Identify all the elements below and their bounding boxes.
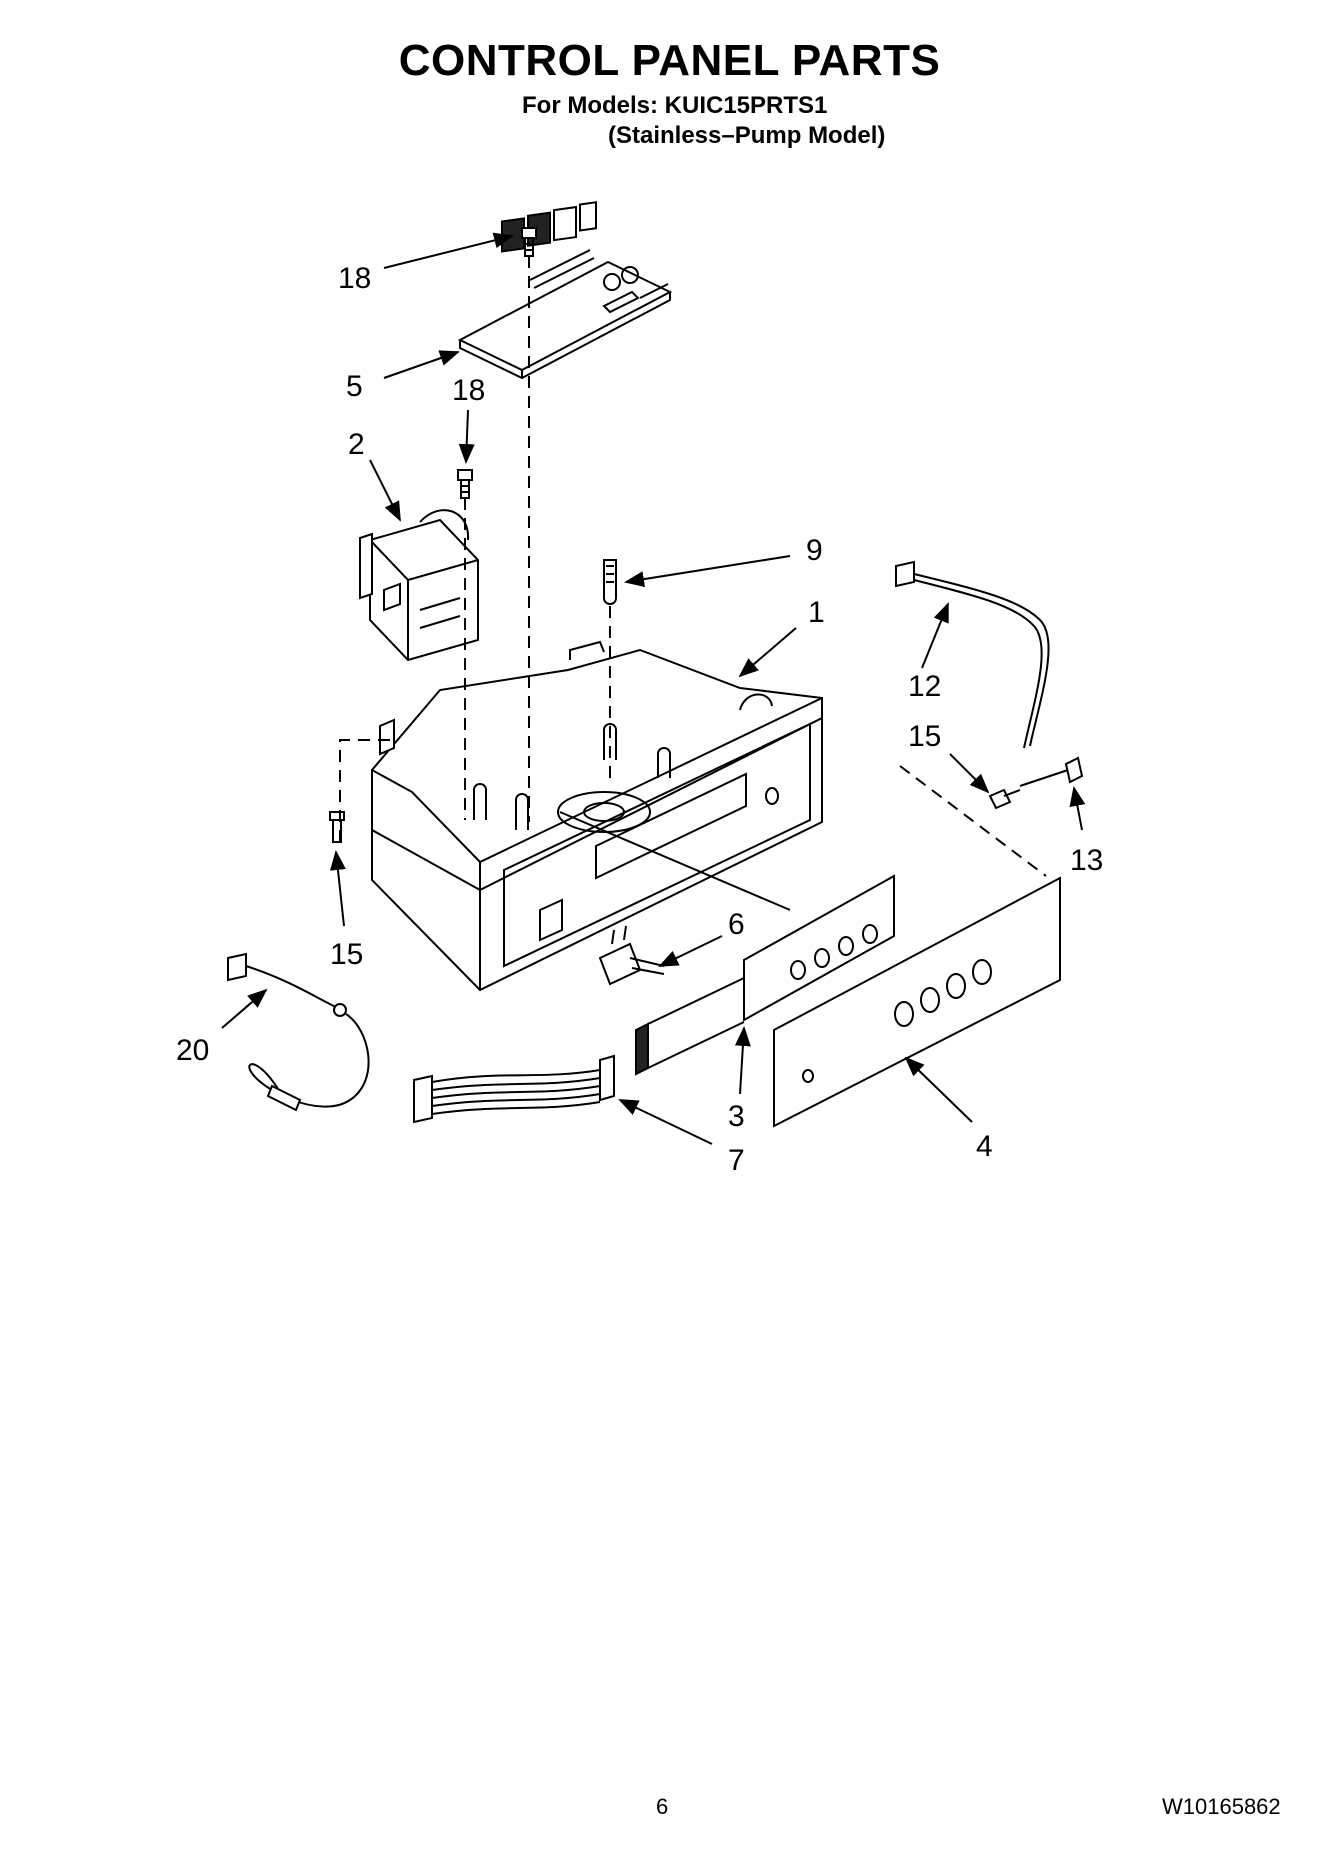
callout-12: 12 bbox=[908, 670, 941, 703]
screw-part-15-right bbox=[988, 788, 1021, 810]
callout-3: 3 bbox=[728, 1100, 745, 1133]
control-board-overlay-part-3 bbox=[635, 874, 895, 1076]
callout-13: 13 bbox=[1070, 844, 1103, 877]
transformer-part-2 bbox=[359, 509, 479, 662]
callout-18-upper: 18 bbox=[338, 262, 371, 295]
clip-part-13 bbox=[1019, 756, 1084, 787]
wire-harness-part-7 bbox=[413, 1054, 615, 1124]
callout-2: 2 bbox=[348, 428, 365, 461]
assembly-lines bbox=[339, 256, 1047, 877]
document-number: W10165862 bbox=[1162, 1794, 1281, 1819]
callout-15-left: 15 bbox=[330, 938, 363, 971]
screw-part-18-upper bbox=[521, 227, 537, 257]
callout-5: 5 bbox=[346, 370, 363, 403]
screw-part-18-middle bbox=[457, 469, 473, 499]
callout-18-middle: 18 bbox=[452, 374, 485, 407]
housing-part-1 bbox=[371, 640, 823, 992]
control-panel-cover-part-4 bbox=[773, 876, 1061, 1128]
callout-6: 6 bbox=[728, 908, 745, 941]
thermistor-part-9 bbox=[603, 559, 617, 605]
models-line: For Models: KUIC15PRTS1 bbox=[522, 92, 828, 119]
callout-9: 9 bbox=[806, 534, 823, 567]
variant-line: (Stainless–Pump Model) bbox=[608, 122, 886, 149]
callout-4: 4 bbox=[976, 1130, 993, 1163]
leader-line-part-6 bbox=[559, 811, 791, 911]
callout-15-right: 15 bbox=[908, 720, 941, 753]
page-title: CONTROL PANEL PARTS bbox=[398, 36, 941, 85]
callout-1: 1 bbox=[808, 596, 825, 629]
page-number: 6 bbox=[656, 1794, 669, 1819]
control-board-part-5 bbox=[457, 201, 673, 380]
wire-part-12 bbox=[895, 560, 1050, 749]
screw-part-15-left bbox=[329, 811, 345, 843]
callout-arrows bbox=[221, 232, 1086, 1145]
callout-20: 20 bbox=[176, 1034, 209, 1067]
switch-part-6 bbox=[598, 925, 665, 986]
wire-part-20 bbox=[227, 952, 370, 1112]
callout-7: 7 bbox=[728, 1144, 745, 1177]
